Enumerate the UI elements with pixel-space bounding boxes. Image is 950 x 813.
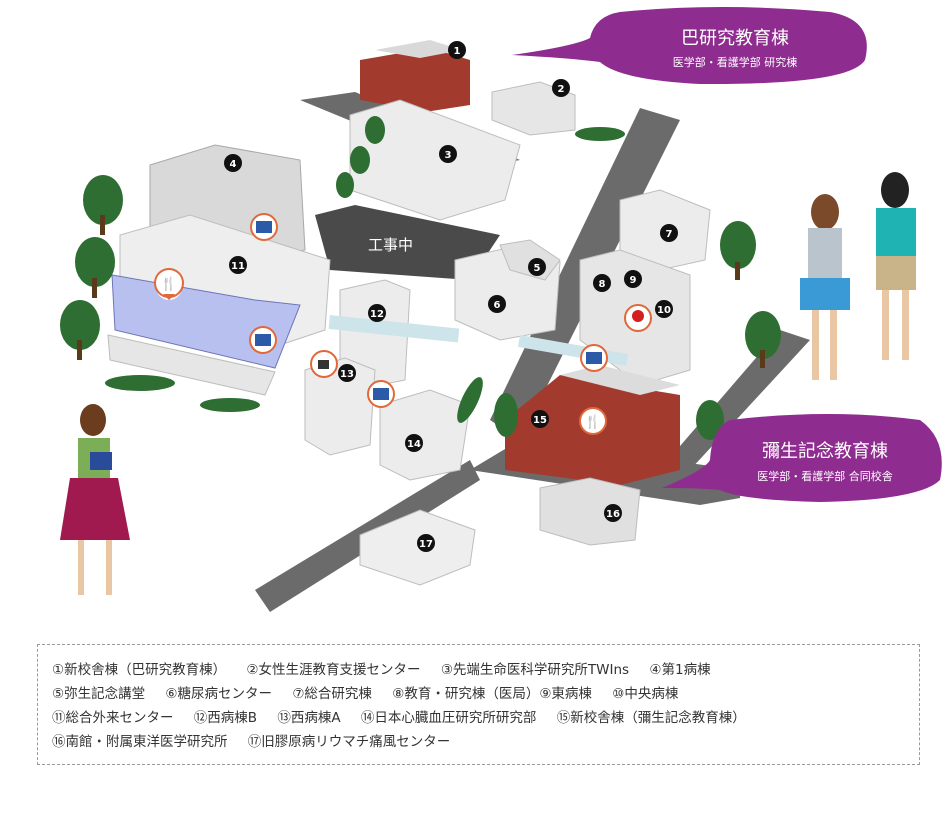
- svg-text:3: 3: [445, 150, 452, 161]
- marker-11[interactable]: 11: [229, 256, 247, 274]
- legend-item: ⑥糖尿病センター: [165, 686, 273, 702]
- atm-icon[interactable]: [250, 213, 278, 241]
- marker-13[interactable]: 13: [338, 364, 356, 382]
- marker-4[interactable]: 4: [224, 154, 242, 172]
- building-1: [360, 48, 470, 112]
- legend-item: ⑧教育・研究棟（医局）⑨東病棟: [392, 686, 592, 702]
- svg-text:5: 5: [534, 263, 541, 274]
- legend-item: ⑩中央病棟: [612, 686, 679, 702]
- marker-16[interactable]: 16: [604, 504, 622, 522]
- marker-7[interactable]: 7: [660, 224, 678, 242]
- marker-15[interactable]: 15: [531, 410, 549, 428]
- svg-text:7: 7: [666, 229, 673, 240]
- buildings: [107, 40, 711, 586]
- callout-tomoe-title: 巴研究教育棟: [681, 28, 789, 49]
- callout-yayoi-subtitle: 医学部・看護学部 合同校舎: [757, 469, 893, 483]
- legend-row-1: ①新校舎棟（巴研究教育棟） ②女性生涯教育支援センター ③先端生命医科学研究所T…: [52, 658, 919, 682]
- svg-text:14: 14: [407, 439, 421, 450]
- campus-map: 工事中: [60, 7, 942, 612]
- svg-text:13: 13: [340, 369, 354, 380]
- legend-item: ②女性生涯教育支援センター: [246, 662, 421, 678]
- callout-yayoi: 彌生記念教育棟 医学部・看護学部 合同校舎: [662, 414, 942, 502]
- callout-tomoe-subtitle: 医学部・看護学部 研究棟: [673, 55, 798, 69]
- legend-row-2: ⑤弥生記念講堂 ⑥糖尿病センター ⑦総合研究棟 ⑧教育・研究棟（医局）⑨東病棟 …: [52, 682, 919, 706]
- marker-6[interactable]: 6: [488, 295, 506, 313]
- mufg-atm-icon[interactable]: [624, 304, 652, 332]
- building-16: [539, 477, 641, 546]
- building-13: [304, 357, 376, 456]
- construction-zone: 工事中: [315, 205, 500, 280]
- marker-14[interactable]: 14: [405, 434, 423, 452]
- svg-text:15: 15: [533, 415, 547, 426]
- legend-row-3: ⑪総合外来センター ⑫西病棟B ⑬西病棟A ⑭日本心臓血圧研究所研究部 ⑮新校舎…: [52, 706, 919, 730]
- marker-17[interactable]: 17: [417, 534, 435, 552]
- cafe-icon[interactable]: [310, 350, 338, 378]
- marker-1[interactable]: 1: [448, 41, 466, 59]
- person-right-illustrations: [800, 172, 916, 380]
- svg-text:4: 4: [230, 159, 237, 170]
- marker-5[interactable]: 5: [528, 258, 546, 276]
- marker-12[interactable]: 12: [368, 304, 386, 322]
- marker-10[interactable]: 10: [655, 300, 673, 318]
- restaurant-icon[interactable]: 🍴: [154, 268, 184, 300]
- svg-text:6: 6: [494, 300, 501, 311]
- construction-label: 工事中: [368, 236, 413, 254]
- legend-item: ③先端生命医科学研究所TWIns: [440, 662, 630, 678]
- svg-text:10: 10: [657, 305, 671, 316]
- callout-yayoi-title: 彌生記念教育棟: [762, 440, 888, 462]
- legend-item: ⑤弥生記念講堂: [52, 686, 146, 702]
- svg-text:9: 9: [630, 275, 637, 286]
- svg-text:🍴: 🍴: [161, 276, 177, 292]
- svg-text:2: 2: [558, 84, 565, 95]
- legend-item: ⑬西病棟A: [277, 710, 341, 726]
- marker-3[interactable]: 3: [439, 145, 457, 163]
- legend-item: ⑫西病棟B: [193, 710, 258, 726]
- trees: [60, 116, 781, 440]
- building-14: [379, 389, 471, 481]
- marker-2[interactable]: 2: [552, 79, 570, 97]
- svg-text:16: 16: [606, 509, 620, 520]
- legend-item: ⑰旧膠原病リウマチ痛風センター: [247, 734, 451, 750]
- person-left-illustration: [60, 404, 130, 595]
- svg-text:1: 1: [454, 46, 461, 57]
- legend-item: ④第1病棟: [649, 662, 711, 678]
- marker-8[interactable]: 8: [593, 274, 611, 292]
- marker-9[interactable]: 9: [624, 270, 642, 288]
- building-markers: 1 2 3 4 5 6 7 8 9 10 11 12 13 14 15 16 1…: [224, 41, 678, 552]
- legend-item: ⑪総合外来センター: [52, 710, 174, 726]
- building-17: [359, 509, 476, 586]
- atm-icon[interactable]: [249, 326, 277, 354]
- building-legend: ①新校舎棟（巴研究教育棟） ②女性生涯教育支援センター ③先端生命医科学研究所T…: [37, 644, 920, 765]
- atm-icon[interactable]: [367, 380, 395, 408]
- legend-item: ⑦総合研究棟: [292, 686, 372, 702]
- legend-item: ⑭日本心臓血圧研究所研究部: [360, 710, 537, 726]
- callout-tomoe: 巴研究教育棟 医学部・看護学部 研究棟: [512, 7, 867, 85]
- legend-item: ①新校舎棟（巴研究教育棟）: [52, 662, 227, 678]
- svg-text:17: 17: [419, 539, 433, 550]
- legend-row-4: ⑯南館・附属東洋医学研究所 ⑰旧膠原病リウマチ痛風センター: [52, 730, 919, 754]
- roads: [255, 92, 810, 612]
- svg-text:8: 8: [599, 279, 606, 290]
- svg-text:🍴: 🍴: [585, 414, 601, 430]
- legend-item: ⑮新校舎棟（彌生記念教育棟）: [556, 710, 746, 726]
- svg-text:11: 11: [231, 261, 245, 272]
- building-2: [491, 81, 576, 136]
- restaurant-icon[interactable]: 🍴: [579, 407, 607, 435]
- legend-item: ⑯南館・附属東洋医学研究所: [52, 734, 228, 750]
- svg-text:12: 12: [370, 309, 384, 320]
- poi-pins: 🍴 🍴: [154, 213, 652, 435]
- atm-icon[interactable]: [580, 344, 608, 372]
